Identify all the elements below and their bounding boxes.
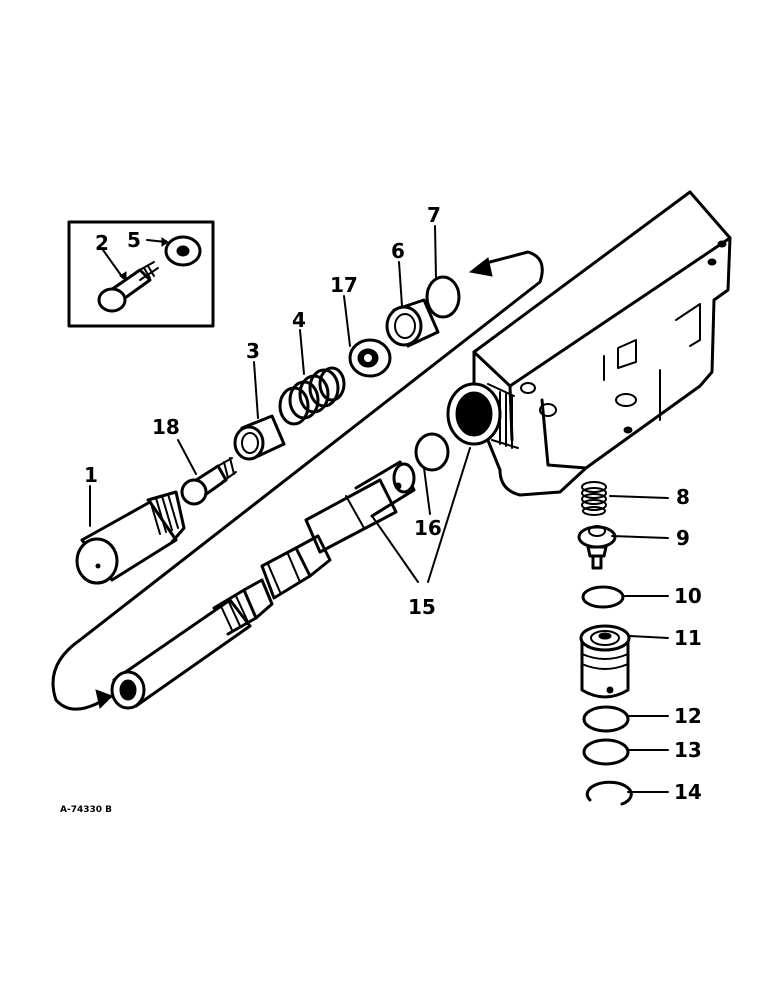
part-3-sleeve xyxy=(233,414,286,461)
part-8-spring xyxy=(581,481,607,516)
callout-16: 16 xyxy=(414,516,442,540)
reference-code: A-74330 B xyxy=(60,805,112,815)
leader-17 xyxy=(343,295,351,347)
part-17-washer xyxy=(348,338,392,378)
callout-3: 3 xyxy=(246,339,260,363)
leader-9 xyxy=(611,535,669,539)
callout-5: 5 xyxy=(127,228,141,252)
callout-8: 8 xyxy=(676,485,690,509)
leader-2 xyxy=(102,249,124,279)
part-12-o-ring xyxy=(582,705,630,733)
callout-11: 11 xyxy=(674,626,702,650)
part-13-o-ring xyxy=(582,738,630,766)
leader-7 xyxy=(434,225,437,279)
part-15-spool xyxy=(110,460,416,710)
callout-15: 15 xyxy=(408,595,436,619)
part-9-poppet xyxy=(577,525,617,570)
leader-15b xyxy=(427,447,471,583)
callout-labels: 1 2 3 4 5 6 7 8 9 10 11 12 13 14 15 16 1… xyxy=(84,203,702,804)
callout-17: 17 xyxy=(330,273,358,297)
part-5-washer xyxy=(164,235,202,267)
part-16-o-ring xyxy=(414,432,450,472)
assembly-path-outline xyxy=(51,250,544,711)
leader-3 xyxy=(253,361,259,419)
leader-16 xyxy=(423,467,431,515)
path-arrowhead-top xyxy=(468,257,493,277)
part-4-spring xyxy=(278,366,346,426)
callout-10: 10 xyxy=(674,584,702,608)
inset-box xyxy=(67,220,215,328)
callout-13: 13 xyxy=(674,738,702,762)
callout-6: 6 xyxy=(391,239,405,263)
leader-11 xyxy=(629,635,669,639)
callout-14: 14 xyxy=(674,780,702,804)
part-2-bolt xyxy=(97,261,159,313)
part-1-plug xyxy=(75,490,186,585)
leader-4 xyxy=(299,329,305,375)
part-11-seat xyxy=(579,624,631,699)
part-18-bolt xyxy=(180,457,237,506)
callout-2: 2 xyxy=(95,231,109,255)
leader-18 xyxy=(177,439,197,475)
part-7-o-ring xyxy=(425,275,461,319)
callout-1: 1 xyxy=(84,463,98,487)
leader-lines xyxy=(89,225,669,793)
valve-body-housing xyxy=(446,190,732,497)
part-6-sleeve xyxy=(385,298,440,348)
part-14-snap-ring xyxy=(585,780,633,806)
callout-4: 4 xyxy=(292,308,306,332)
leader-8 xyxy=(609,495,669,499)
part-10-o-ring xyxy=(581,585,625,609)
callout-7: 7 xyxy=(427,203,441,227)
leader-15a xyxy=(371,515,419,583)
leader-6 xyxy=(398,261,403,307)
callout-12: 12 xyxy=(674,704,702,728)
callout-9: 9 xyxy=(676,526,690,550)
callout-18: 18 xyxy=(152,415,180,439)
